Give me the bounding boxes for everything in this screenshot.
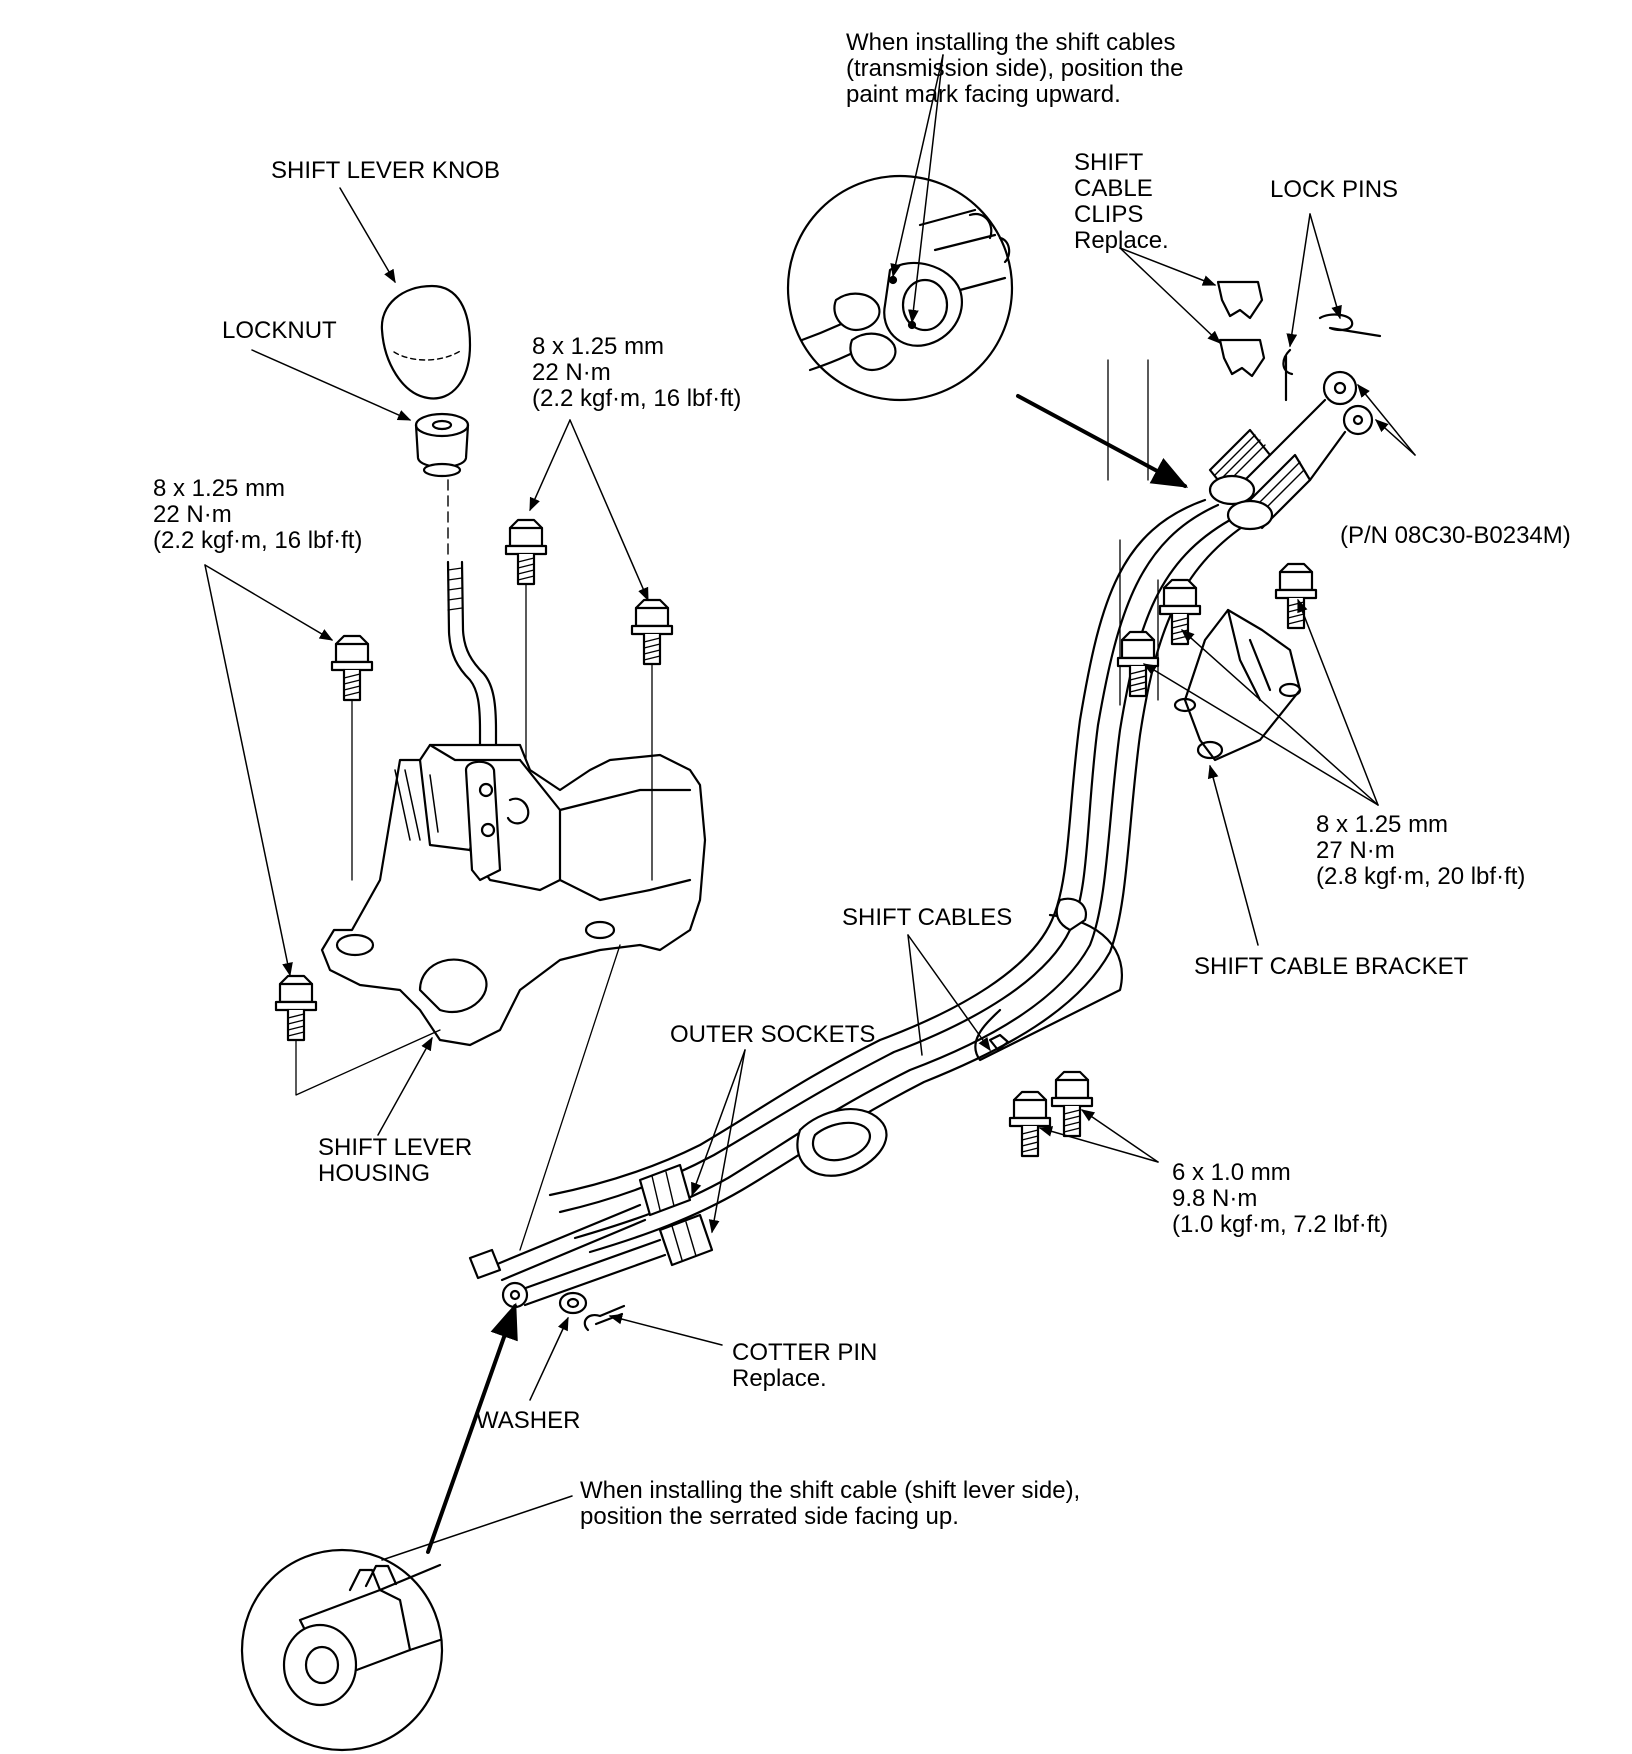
note-transmission-side: When installing the shift cables (transm…: [846, 30, 1183, 108]
shift-cable-clips-line-2: CABLE: [1074, 175, 1153, 202]
alignment-lines: [295, 359, 1159, 1251]
shift-cable-clips-line-4: Replace.: [1074, 227, 1169, 254]
housing-bolt-left: [330, 634, 374, 702]
label-part-number: (P/N 08C30-B0234M): [1340, 522, 1571, 549]
detail-arrow-transmission: [1016, 394, 1189, 488]
torque-bracket-nm: 27 N·m: [1316, 837, 1395, 864]
cable-clamp-drawing: [974, 897, 1123, 1062]
note-lever-side-line-2: position the serrated side facing up.: [580, 1503, 959, 1530]
shift-cable-clips-drawing: [1216, 280, 1266, 378]
torque-housing-left: 8 x 1.25 mm 22 N·m (2.2 kgf·m, 16 lbf·ft…: [153, 476, 362, 554]
detail-arrow-lever: [426, 1302, 518, 1554]
shift-lever-housing-line-2: HOUSING: [318, 1160, 431, 1187]
note-lever-side-line-1: When installing the shift cable (shift l…: [580, 1477, 1081, 1504]
torque-clamp-alt: (1.0 kgf·m, 7.2 lbf·ft): [1172, 1211, 1389, 1238]
torque-bracket-size: 8 x 1.25 mm: [1316, 811, 1449, 838]
locknut-drawing: [414, 412, 470, 478]
detail-circle-transmission-side: [786, 174, 1014, 402]
torque-housing-right-size: 8 x 1.25 mm: [532, 333, 665, 360]
label-cotter-pin: COTTER PIN Replace.: [732, 1340, 877, 1392]
note-lever-side: When installing the shift cable (shift l…: [580, 1478, 1080, 1530]
clamp-bolt-right: [1050, 1070, 1094, 1138]
housing-bolt-upper-right: [630, 598, 674, 666]
bracket-bolt-right: [1274, 562, 1318, 630]
label-washer: WASHER: [476, 1407, 581, 1434]
cotter-pin-line-2: Replace.: [732, 1365, 827, 1392]
label-shift-cable-bracket: SHIFT CABLE BRACKET: [1194, 953, 1469, 980]
torque-bracket: 8 x 1.25 mm 27 N·m (2.8 kgf·m, 20 lbf·ft…: [1316, 812, 1525, 890]
outer-sockets-drawing: [638, 1163, 714, 1267]
label-shift-lever-knob: SHIFT LEVER KNOB: [271, 157, 500, 184]
housing-bolt-lower-left: [274, 974, 318, 1042]
shift-lever-rod: [446, 479, 498, 792]
shift-cable-clips-line-1: SHIFT: [1074, 149, 1144, 176]
torque-clamp-nm: 9.8 N·m: [1172, 1185, 1258, 1212]
detail-circle-lever-side: [240, 1548, 444, 1752]
note-transmission-side-line-1: When installing the shift cables: [846, 29, 1176, 56]
leader-lines: [204, 54, 1416, 1561]
shift-lever-knob-drawing: [380, 284, 472, 400]
cable-grommet-drawing: [796, 1108, 888, 1177]
housing-bolt-upper-left: [504, 518, 548, 586]
label-shift-lever-housing: SHIFT LEVER HOUSING: [318, 1135, 472, 1187]
shift-lever-housing-drawing: [320, 743, 707, 1047]
clamp-bolt-left: [1008, 1090, 1052, 1158]
label-shift-cable-clips: SHIFT CABLE CLIPS Replace.: [1074, 150, 1169, 254]
bracket-bolt-middle: [1158, 578, 1202, 646]
shift-cable-bracket-drawing: [1173, 608, 1302, 762]
torque-housing-left-size: 8 x 1.25 mm: [153, 475, 286, 502]
note-transmission-side-line-2: (transmission side), position the: [846, 55, 1184, 82]
label-lock-pins: LOCK PINS: [1270, 176, 1399, 203]
torque-housing-right-nm: 22 N·m: [532, 359, 611, 386]
washer-drawing: [558, 1291, 588, 1315]
torque-housing-right-alt: (2.2 kgf·m, 16 lbf·ft): [532, 385, 742, 412]
bracket-bolt-left: [1116, 630, 1160, 698]
torque-clamp-size: 6 x 1.0 mm: [1172, 1159, 1291, 1186]
label-locknut: LOCKNUT: [222, 317, 337, 344]
cable-ends-lever-side: [468, 1203, 667, 1309]
note-transmission-side-line-3: paint mark facing upward.: [846, 81, 1121, 108]
cotter-pin-line-1: COTTER PIN: [732, 1339, 878, 1366]
shift-lever-housing-line-1: SHIFT LEVER: [318, 1134, 473, 1161]
torque-housing-left-nm: 22 N·m: [153, 501, 232, 528]
cable-ends-transmission-side: [1208, 370, 1374, 531]
torque-bracket-alt: (2.8 kgf·m, 20 lbf·ft): [1316, 863, 1526, 890]
label-outer-sockets: OUTER SOCKETS: [670, 1021, 876, 1048]
torque-clamp: 6 x 1.0 mm 9.8 N·m (1.0 kgf·m, 7.2 lbf·f…: [1172, 1160, 1388, 1238]
torque-housing-right: 8 x 1.25 mm 22 N·m (2.2 kgf·m, 16 lbf·ft…: [532, 334, 741, 412]
label-shift-cables: SHIFT CABLES: [842, 904, 1013, 931]
torque-housing-left-alt: (2.2 kgf·m, 16 lbf·ft): [153, 527, 363, 554]
shift-cable-clips-line-3: CLIPS: [1074, 201, 1144, 228]
